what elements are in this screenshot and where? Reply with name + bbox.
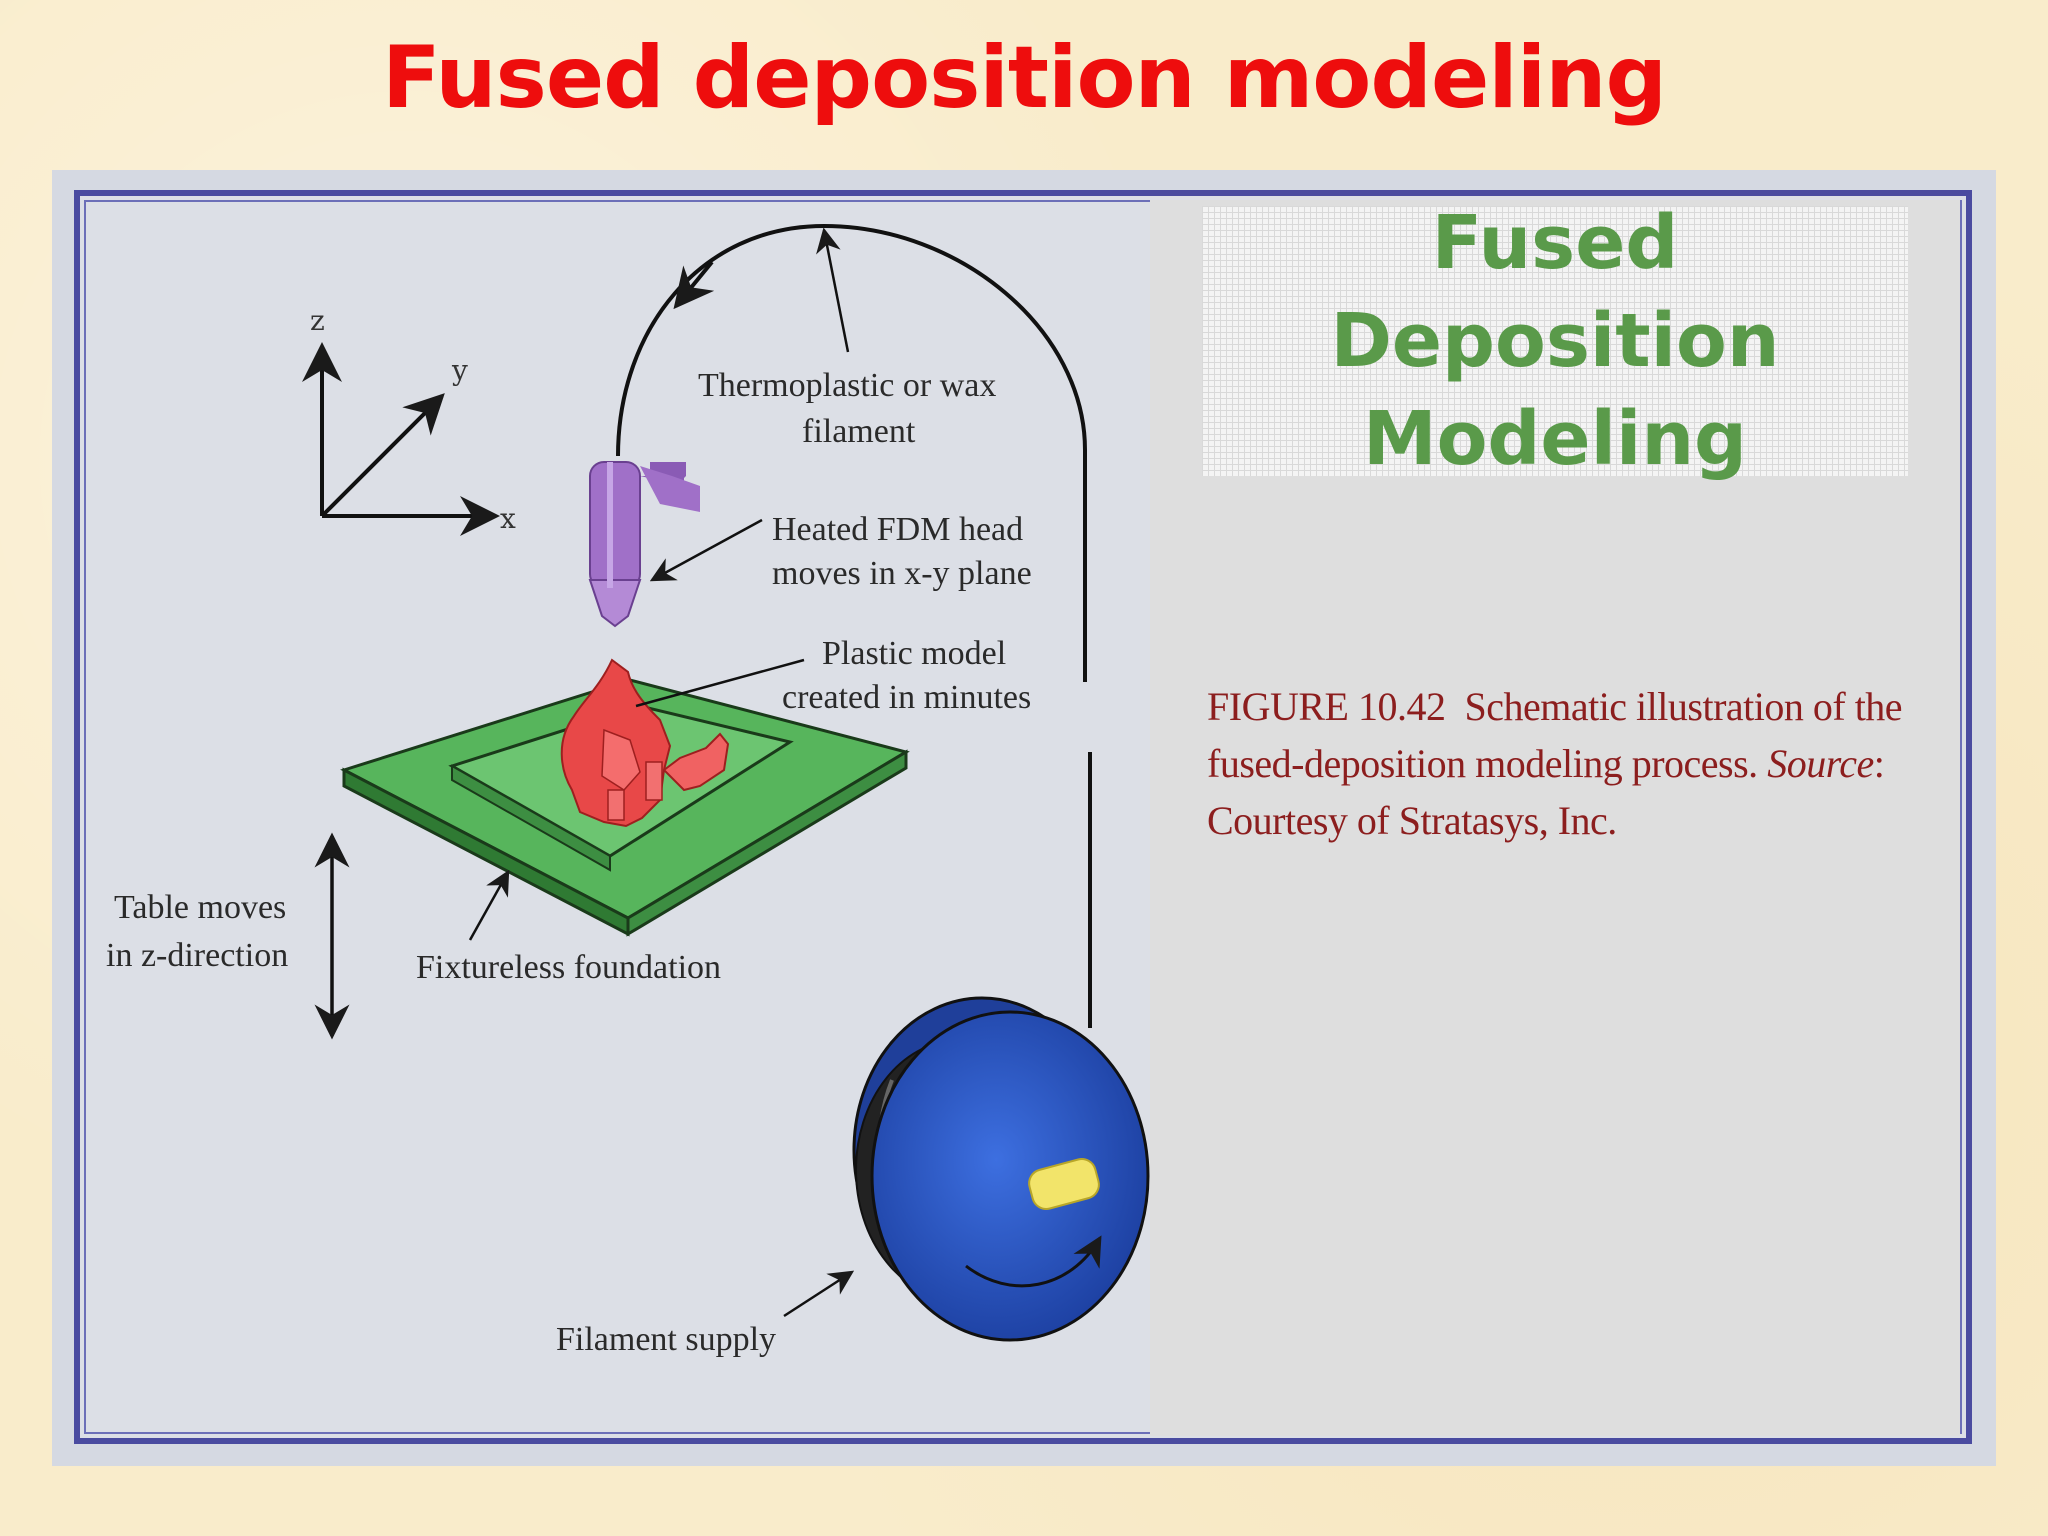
leader-lines	[468, 518, 855, 1318]
label-table-line1: Table moves	[114, 889, 286, 926]
axis-label-x: x	[500, 502, 516, 535]
plastic-model	[560, 658, 730, 828]
axis-triad: z y x	[302, 304, 516, 536]
caption-text-1: Schematic illustration of the fused-depo…	[1207, 684, 1903, 786]
label-model-line2: created in minutes	[782, 679, 1031, 716]
filament-spool	[852, 996, 1150, 1342]
label-foundation: Fixtureless foundation	[416, 949, 721, 986]
slide-title: Fused deposition modeling	[381, 28, 1667, 128]
fdm-head	[588, 461, 700, 628]
caption-text-2: : Courtesy of Stratasys, Inc.	[1207, 741, 1885, 843]
caption-source-word: Source	[1767, 741, 1874, 786]
label-filament-supply: Filament supply	[556, 1321, 776, 1358]
logo-line-2: Deposition	[1330, 298, 1780, 384]
label-filament-line2: filament	[802, 413, 916, 450]
label-model-line1: Plastic model	[822, 635, 1006, 672]
caption-figure-number: FIGURE 10.42	[1207, 684, 1446, 729]
label-filament-line1: Thermoplastic or wax	[698, 367, 996, 404]
logo-line-3: Modeling	[1362, 396, 1748, 482]
label-table-line2: in z-direction	[106, 937, 288, 974]
axis-label-y: y	[451, 354, 468, 387]
label-head-line2: moves in x-y plane	[772, 555, 1032, 592]
logo-box: Fused Deposition Modeling	[1202, 200, 1908, 482]
logo-line-1: Fused	[1431, 200, 1679, 286]
label-head-line1: Heated FDM head	[772, 511, 1023, 548]
figure-caption: FIGURE 10.42 Schematic illustration of t…	[1207, 678, 1907, 849]
filament-path	[616, 223, 1092, 1028]
axis-label-z: z	[310, 304, 325, 337]
